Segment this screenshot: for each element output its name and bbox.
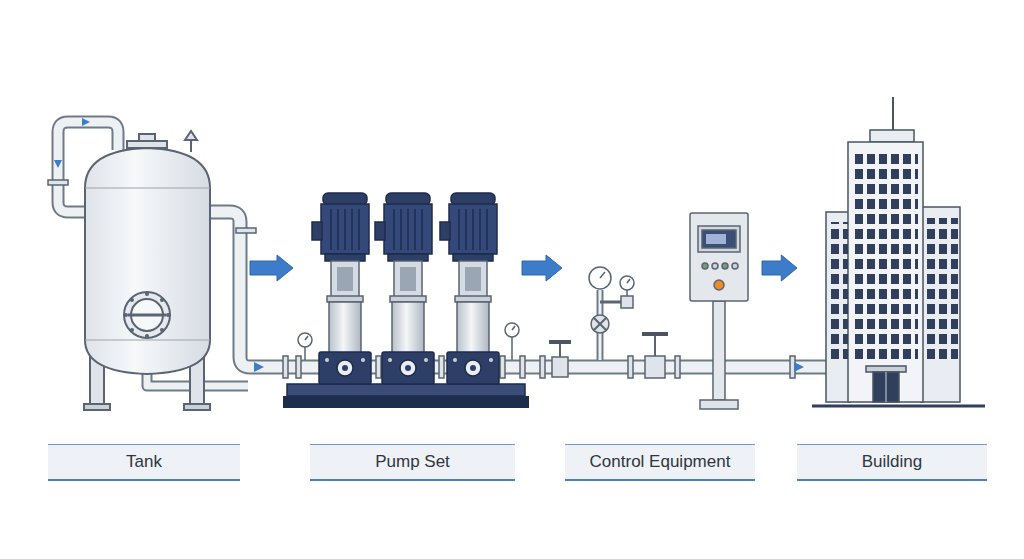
component-column: Control Equipment [562,100,762,481]
component-column: Building [797,100,987,481]
pressure-gauges [298,323,519,360]
component-label: Tank [126,452,162,472]
label-box: Tank [48,444,240,481]
flow-arrow [762,255,797,281]
storage-tank [84,131,210,410]
flow-arrow-shape [522,255,562,281]
flow-arrow [522,255,562,281]
label-box: Pump Set [310,444,515,481]
pump-set [283,193,529,408]
label-box: Building [797,444,987,481]
vertical-pump [312,193,371,384]
label-box: Control Equipment [565,444,755,481]
component-label: Pump Set [375,452,450,472]
flow-arrow-shape [250,255,293,281]
vertical-pump [375,193,434,384]
flow-arrow [250,255,293,281]
flow-arrow-shape [762,255,797,281]
flow-markers [54,118,850,393]
component-column: Tank [45,100,250,481]
control-valves [549,267,668,378]
component-column: Pump Set [293,100,522,481]
component-label: Building [862,452,923,472]
building [812,97,985,406]
vertical-pump [440,193,499,384]
pipework [58,122,846,394]
component-label: Control Equipment [590,452,731,472]
control-panel [690,213,748,409]
